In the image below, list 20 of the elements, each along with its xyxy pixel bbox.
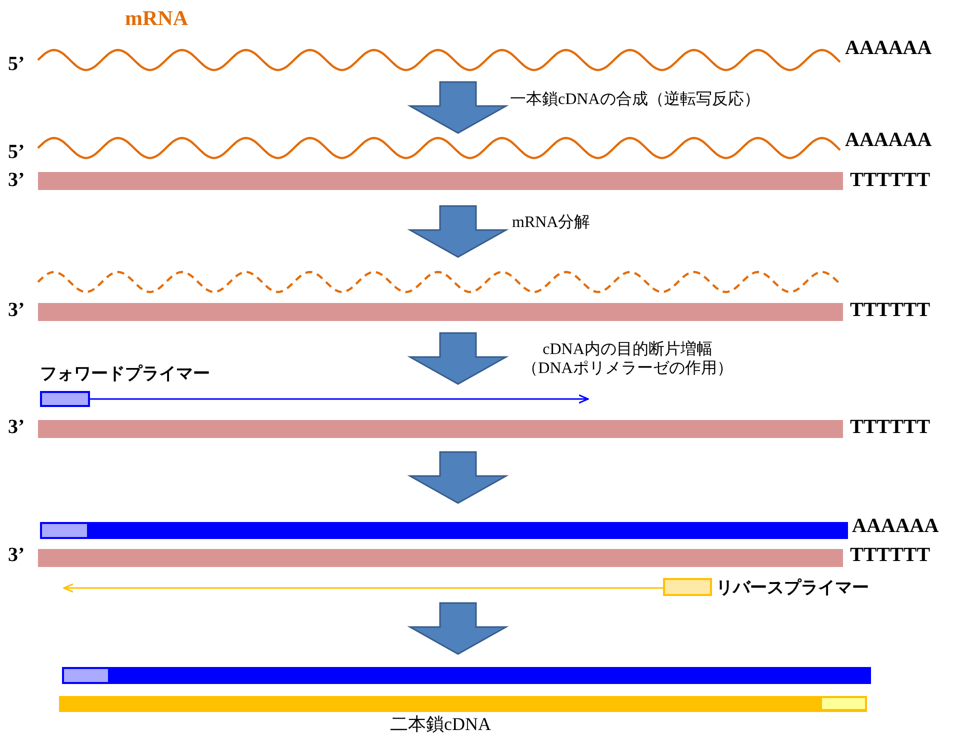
strand-end-label: 5’ xyxy=(8,52,25,76)
primer-label: リバースプライマー xyxy=(716,578,869,598)
sequence-label: TTTTTT xyxy=(850,168,930,192)
strand-end-label: 3’ xyxy=(8,298,25,322)
sequence-label: AAAAAA xyxy=(845,36,932,60)
product-label: 二本鎖cDNA xyxy=(390,714,491,736)
strand-label: mRNA xyxy=(125,6,188,32)
step-label: mRNA分解 xyxy=(512,213,590,232)
strand-end-label: 5’ xyxy=(8,140,25,164)
strand-end-label: 3’ xyxy=(8,543,25,567)
sequence-label: TTTTTT xyxy=(850,415,930,439)
sequence-label: AAAAAA xyxy=(852,514,939,538)
strand-end-label: 3’ xyxy=(8,168,25,192)
strand-end-label: 3’ xyxy=(8,415,25,439)
sequence-label: TTTTTT xyxy=(850,298,930,322)
sequence-label: TTTTTT xyxy=(850,543,930,567)
step-label: 一本鎖cDNAの合成（逆転写反応） xyxy=(510,90,760,110)
sequence-label: AAAAAA xyxy=(845,128,932,152)
step-label: cDNA内の目的断片増幅（DNAポリメラーゼの作用） xyxy=(521,340,734,378)
primer-label: フォワードプライマー xyxy=(40,364,210,384)
